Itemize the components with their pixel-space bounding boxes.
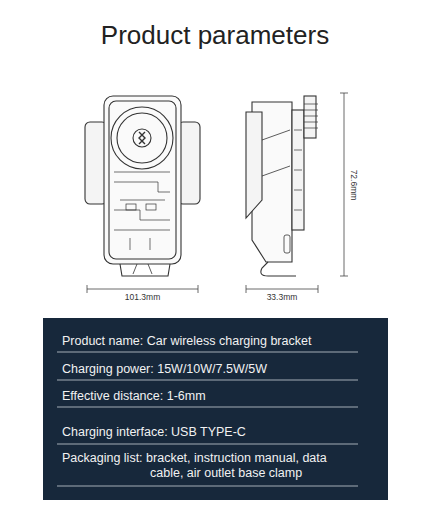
- spec-panel: [43, 318, 388, 500]
- spec-row: Product name: Car wireless charging brac…: [62, 334, 362, 349]
- dimension-label: 33.3mm: [265, 292, 300, 302]
- page-title: Product parameters: [0, 20, 430, 51]
- spec-row: Charging interface: USB TYPE-C: [62, 425, 362, 440]
- dimension-label: 72.6mm: [349, 168, 359, 203]
- dimension-label: 101.3mm: [123, 292, 162, 302]
- front-view: [85, 96, 200, 276]
- spec-row: Charging power: 15W/10W/7.5W/5W: [62, 362, 362, 377]
- spec-row: Packaging list: bracket, instruction man…: [62, 451, 362, 481]
- spec-row: Effective distance: 1-6mm: [62, 389, 362, 404]
- dimension-lines: [87, 93, 348, 293]
- side-view: [246, 96, 318, 276]
